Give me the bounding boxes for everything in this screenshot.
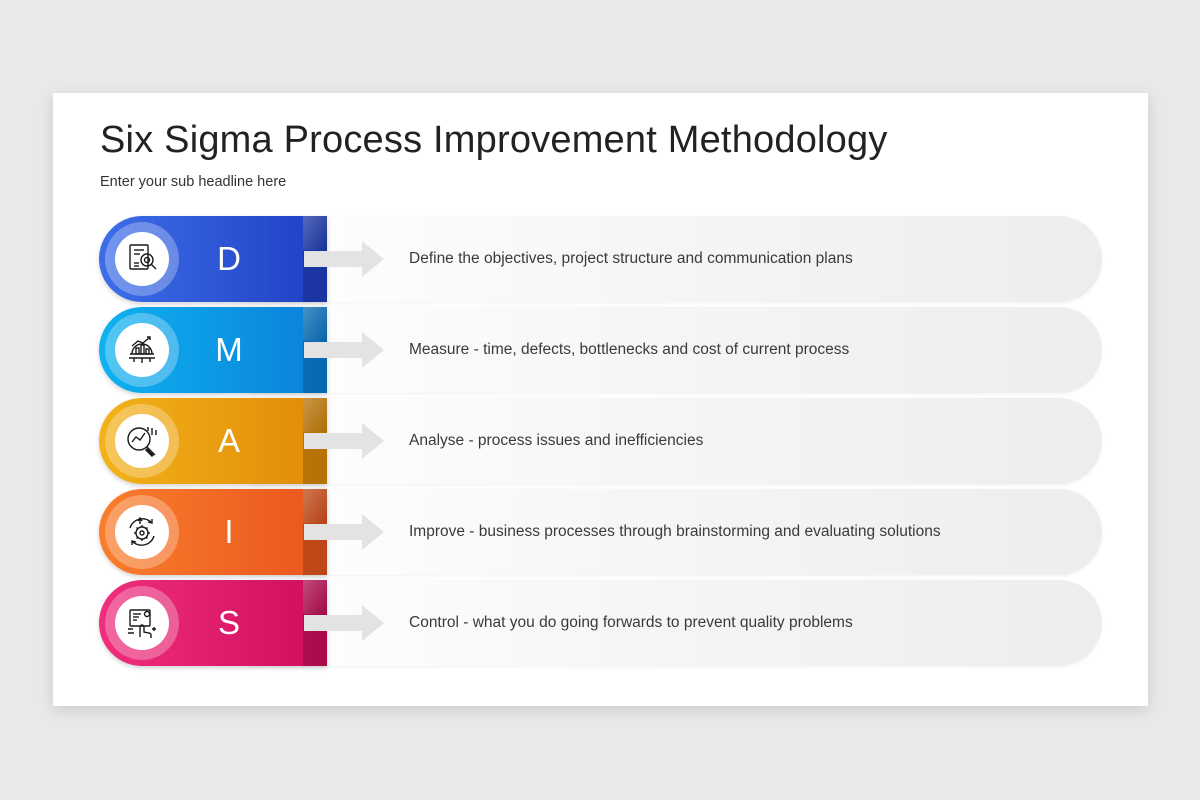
step-letter: I <box>224 513 234 550</box>
step-description: Improve - business processes through bra… <box>409 523 941 540</box>
arrow-right-icon <box>304 514 384 550</box>
step-letter: S <box>217 604 240 641</box>
magnifier-chart-icon <box>127 427 157 458</box>
step-description: Analyse - process issues and inefficienc… <box>409 432 704 449</box>
icon-badge <box>115 596 169 650</box>
icon-ring <box>105 495 179 569</box>
gear-chart-icon <box>129 336 155 363</box>
arrow-right-icon <box>304 423 384 459</box>
step-letter: M <box>215 331 243 368</box>
tab-fold <box>303 580 327 666</box>
arrow-right-icon <box>304 241 384 277</box>
description-pill <box>249 216 1102 302</box>
slide-title: Six Sigma Process Improvement Methodolog… <box>100 119 888 161</box>
description-pill <box>249 580 1102 666</box>
arrow-right-icon <box>304 605 384 641</box>
slide: Six Sigma Process Improvement Methodolog… <box>53 93 1148 706</box>
arrow-right-icon <box>304 332 384 368</box>
icon-badge <box>115 505 169 559</box>
document-search-icon <box>129 244 157 270</box>
step-letter: A <box>217 422 240 459</box>
step-row-analyse: A Analyse - process issues and inefficie… <box>99 398 1102 484</box>
step-description: Measure - time, defects, bottlenecks and… <box>409 341 850 358</box>
icon-badge <box>115 323 169 377</box>
icon-badge <box>115 414 169 468</box>
description-pill <box>249 489 1102 575</box>
step-description: Control - what you do going forwards to … <box>409 614 853 631</box>
gear-cycle-icon <box>129 516 155 546</box>
icon-ring <box>105 313 179 387</box>
step-row-define: D Define the objectives, project structu… <box>99 216 1102 302</box>
icon-ring <box>105 586 179 660</box>
icon-badge <box>115 232 169 286</box>
step-row-measure: M Measure - time, defects, bottlenecks a… <box>99 307 1102 393</box>
step-row-improve: I Improve - business processes through b… <box>99 489 1102 575</box>
icon-ring <box>105 222 179 296</box>
slide-subtitle: Enter your sub headline here <box>100 174 287 190</box>
step-row-control: S Control - what you do going forwards t… <box>99 580 1102 666</box>
description-pill <box>249 398 1102 484</box>
dmais-steps: D Define the objectives, project structu… <box>53 93 1148 706</box>
step-description: Define the objectives, project structure… <box>409 250 853 267</box>
step-letter: D <box>217 240 241 277</box>
touch-screen-icon <box>128 609 156 638</box>
icon-ring <box>105 404 179 478</box>
description-pill <box>249 307 1102 393</box>
